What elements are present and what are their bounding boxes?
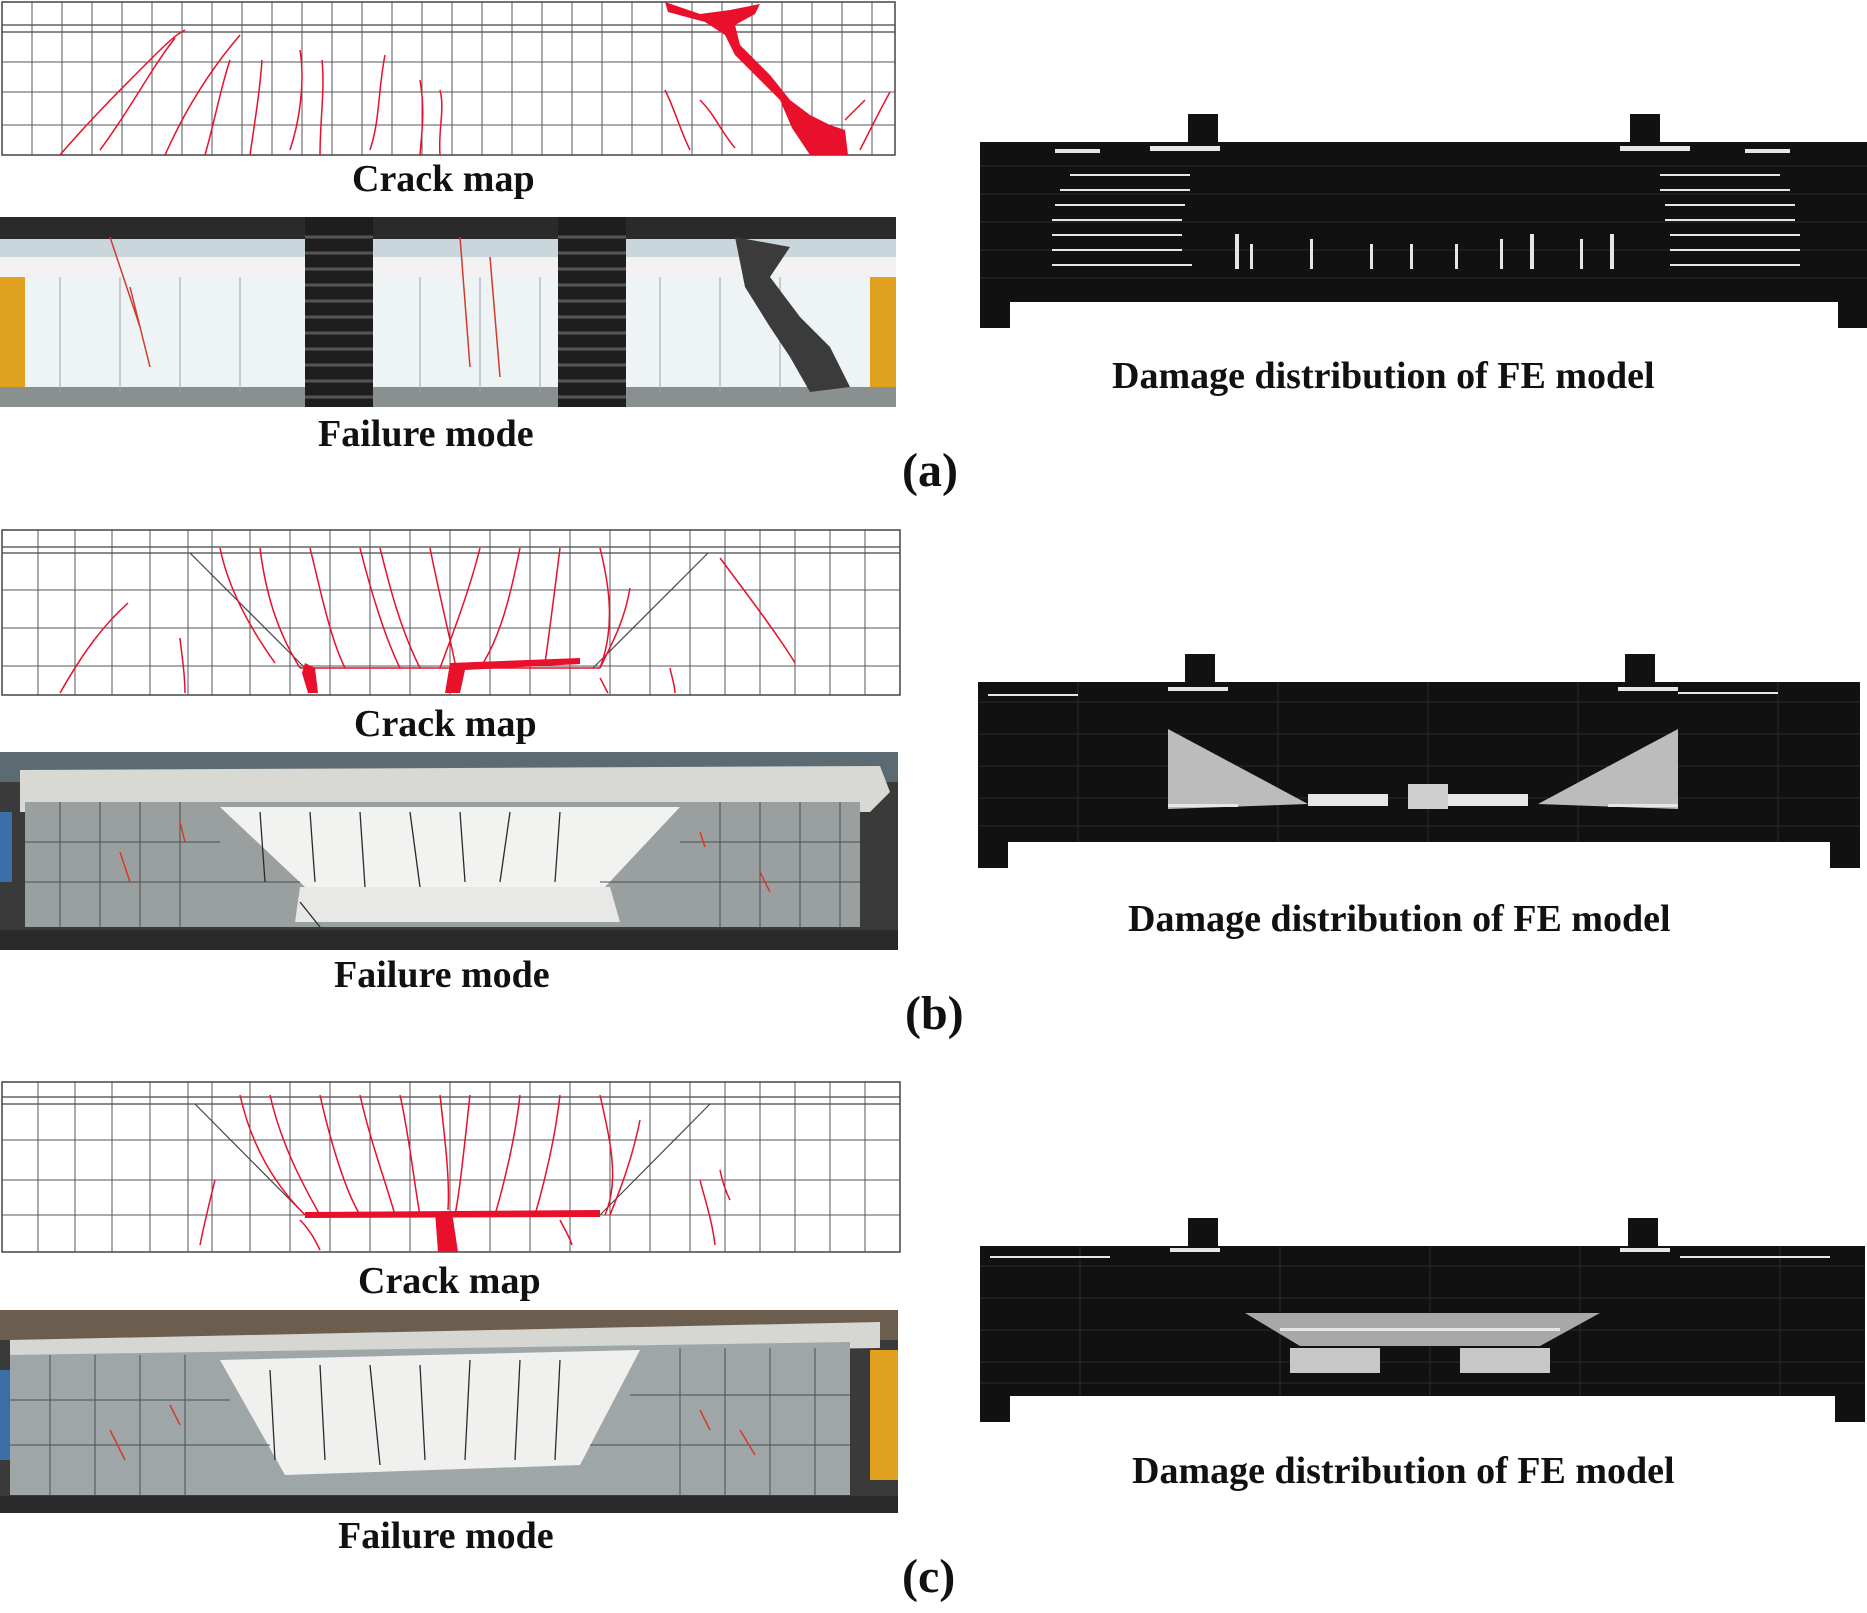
crack-map-caption-c: Crack map [358, 1260, 541, 1302]
major-crack-a [665, 2, 848, 155]
fe-damage-b [988, 687, 1778, 809]
fe-damage-a [1052, 146, 1800, 269]
fe-model-a [980, 114, 1867, 328]
crack-map-a [1, 1, 896, 156]
panel-label-b: (b) [905, 987, 964, 1040]
crack-map-caption-b: Crack map [354, 703, 537, 745]
fe-caption-a: Damage distribution of FE model [1112, 355, 1655, 397]
panel-label-a: (a) [902, 444, 958, 497]
fe-model-b [978, 654, 1860, 868]
major-crack-b1 [302, 663, 318, 693]
failure-photo-c [0, 1310, 898, 1513]
fe-caption-b: Damage distribution of FE model [1128, 898, 1671, 940]
cracks-a [59, 29, 891, 156]
fe-model-c [980, 1218, 1865, 1422]
failure-photo-a [0, 217, 896, 407]
panel-a: Crack map [0, 0, 1867, 495]
crack-map-c [1, 1081, 901, 1253]
failure-mode-caption-a: Failure mode [318, 413, 534, 455]
crack-map-caption-a: Crack map [352, 158, 535, 200]
major-crack-b2 [445, 658, 580, 693]
failure-mode-caption-b: Failure mode [334, 954, 550, 996]
fe-caption-c: Damage distribution of FE model [1132, 1450, 1675, 1492]
panel-label-c: (c) [902, 1550, 956, 1603]
panel-c: Crack map F [0, 1080, 1867, 1613]
cracks-c [199, 1094, 731, 1251]
load-cylinder-right [558, 217, 626, 407]
fe-damage-c [990, 1248, 1830, 1373]
failure-photo-b [0, 752, 898, 950]
panel-b: Crack map F [0, 528, 1867, 1048]
major-crack-c2 [435, 1212, 458, 1252]
load-cylinder-left [305, 217, 373, 407]
failure-mode-caption-c: Failure mode [338, 1515, 554, 1557]
cracks-b [59, 547, 796, 694]
major-crack-c1 [305, 1210, 600, 1218]
crack-map-b [1, 529, 901, 696]
